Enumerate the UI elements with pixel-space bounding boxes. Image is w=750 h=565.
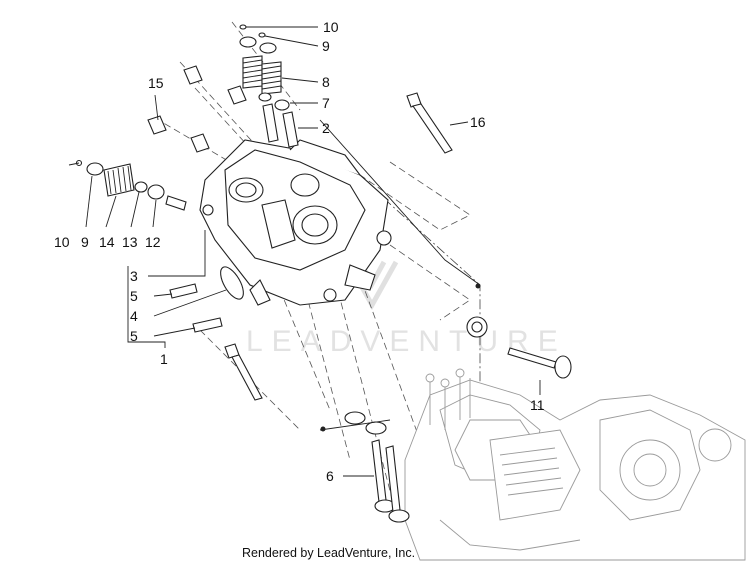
watermark: LEADVENTURE: [246, 260, 567, 358]
callout-15: 15: [148, 75, 164, 91]
callout-11: 11: [530, 397, 545, 413]
guide-dot-lower: [320, 426, 326, 432]
valve-11: [507, 347, 572, 379]
valve-stem-caps: [147, 65, 247, 153]
callout-1: 1: [160, 351, 168, 367]
callout-9-left: 9: [81, 234, 89, 250]
callout-5-lower: 5: [130, 328, 138, 344]
callout-8: 8: [322, 74, 330, 90]
lower-left-bolt: [224, 343, 263, 401]
bolt-16: [406, 92, 453, 154]
callout-5-upper: 5: [130, 288, 138, 304]
oil-seal: [466, 316, 488, 338]
valves-6: [371, 439, 410, 523]
watermark-text: LEADVENTURE: [246, 325, 567, 358]
callout-labels: 10 9 8 7 2 15 16 10 9 14 13 12 3 5 4 5 1…: [54, 19, 545, 484]
crankcase-outline: [404, 368, 746, 561]
render-credit: Rendered by LeadVenture, Inc.: [242, 546, 415, 560]
callout-12: 12: [145, 234, 161, 250]
valve-seat-seals: [344, 411, 387, 435]
guide-dot-upper: [475, 283, 481, 289]
callout-2: 2: [322, 120, 330, 136]
cylinder-head: [199, 139, 392, 306]
callout-9-top: 9: [322, 38, 330, 54]
callout-7: 7: [322, 95, 330, 111]
callout-13: 13: [122, 234, 138, 250]
callout-4: 4: [130, 308, 138, 324]
left-valve-stack: [75, 159, 187, 211]
callout-10-left: 10: [54, 234, 70, 250]
callout-10-top: 10: [323, 19, 339, 35]
callout-14: 14: [99, 234, 115, 250]
leader-lines: [68, 26, 541, 477]
callout-6: 6: [326, 468, 334, 484]
callout-16: 16: [470, 114, 486, 130]
dowels-and-gasket: [169, 266, 244, 333]
callout-3: 3: [130, 268, 138, 284]
top-valve-stack: [239, 24, 299, 148]
